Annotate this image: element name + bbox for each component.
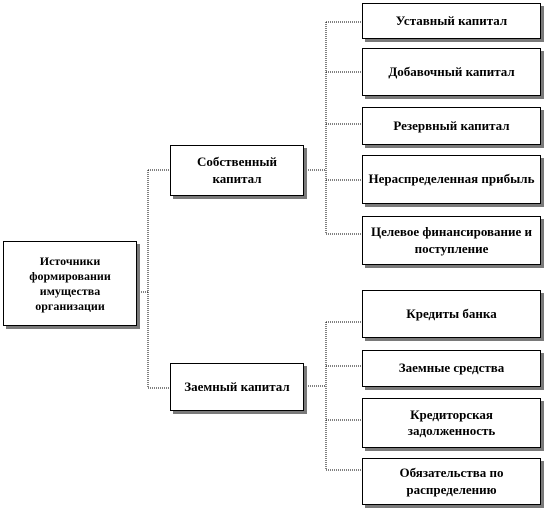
- borrowed-funds-node: Заемные средства: [362, 350, 541, 387]
- additional-capital-node: Добавочный капитал: [362, 48, 541, 96]
- root-node: Источники формировании имущества организ…: [3, 241, 137, 326]
- borrowed-capital-node: Заемный капитал: [170, 363, 304, 411]
- reserve-capital-label: Резервный капитал: [393, 117, 510, 133]
- retained-earnings-label: Нераспределенная прибыль: [368, 171, 535, 187]
- bank-loans-node: Кредиты банка: [362, 290, 541, 338]
- reserve-capital-node: Резервный капитал: [362, 107, 541, 145]
- distribution-obligations-label: Обязательства по распределению: [399, 465, 504, 497]
- own-capital-label: Собственный капитал: [197, 154, 277, 186]
- charter-capital-label: Уставный капитал: [395, 12, 508, 28]
- target-financing-label: Целевое финансирование и поступление: [370, 224, 533, 256]
- own-capital-node: Собственный капитал: [170, 145, 304, 196]
- additional-capital-label: Добавочный капитал: [388, 63, 515, 79]
- distribution-obligations-node: Обязательства по распределению: [362, 458, 541, 505]
- bank-loans-label: Кредиты банка: [406, 305, 497, 321]
- target-financing-node: Целевое финансирование и поступление: [362, 216, 541, 265]
- retained-earnings-node: Нераспределенная прибыль: [362, 155, 541, 204]
- root-node-label: Источники формировании имущества организ…: [29, 253, 111, 313]
- charter-capital-node: Уставный капитал: [362, 3, 541, 39]
- borrowed-capital-label: Заемный капитал: [184, 378, 290, 394]
- accounts-payable-node: Кредиторская задолженность: [362, 398, 541, 448]
- accounts-payable-label: Кредиторская задолженность: [407, 406, 496, 438]
- borrowed-funds-label: Заемные средства: [398, 360, 505, 376]
